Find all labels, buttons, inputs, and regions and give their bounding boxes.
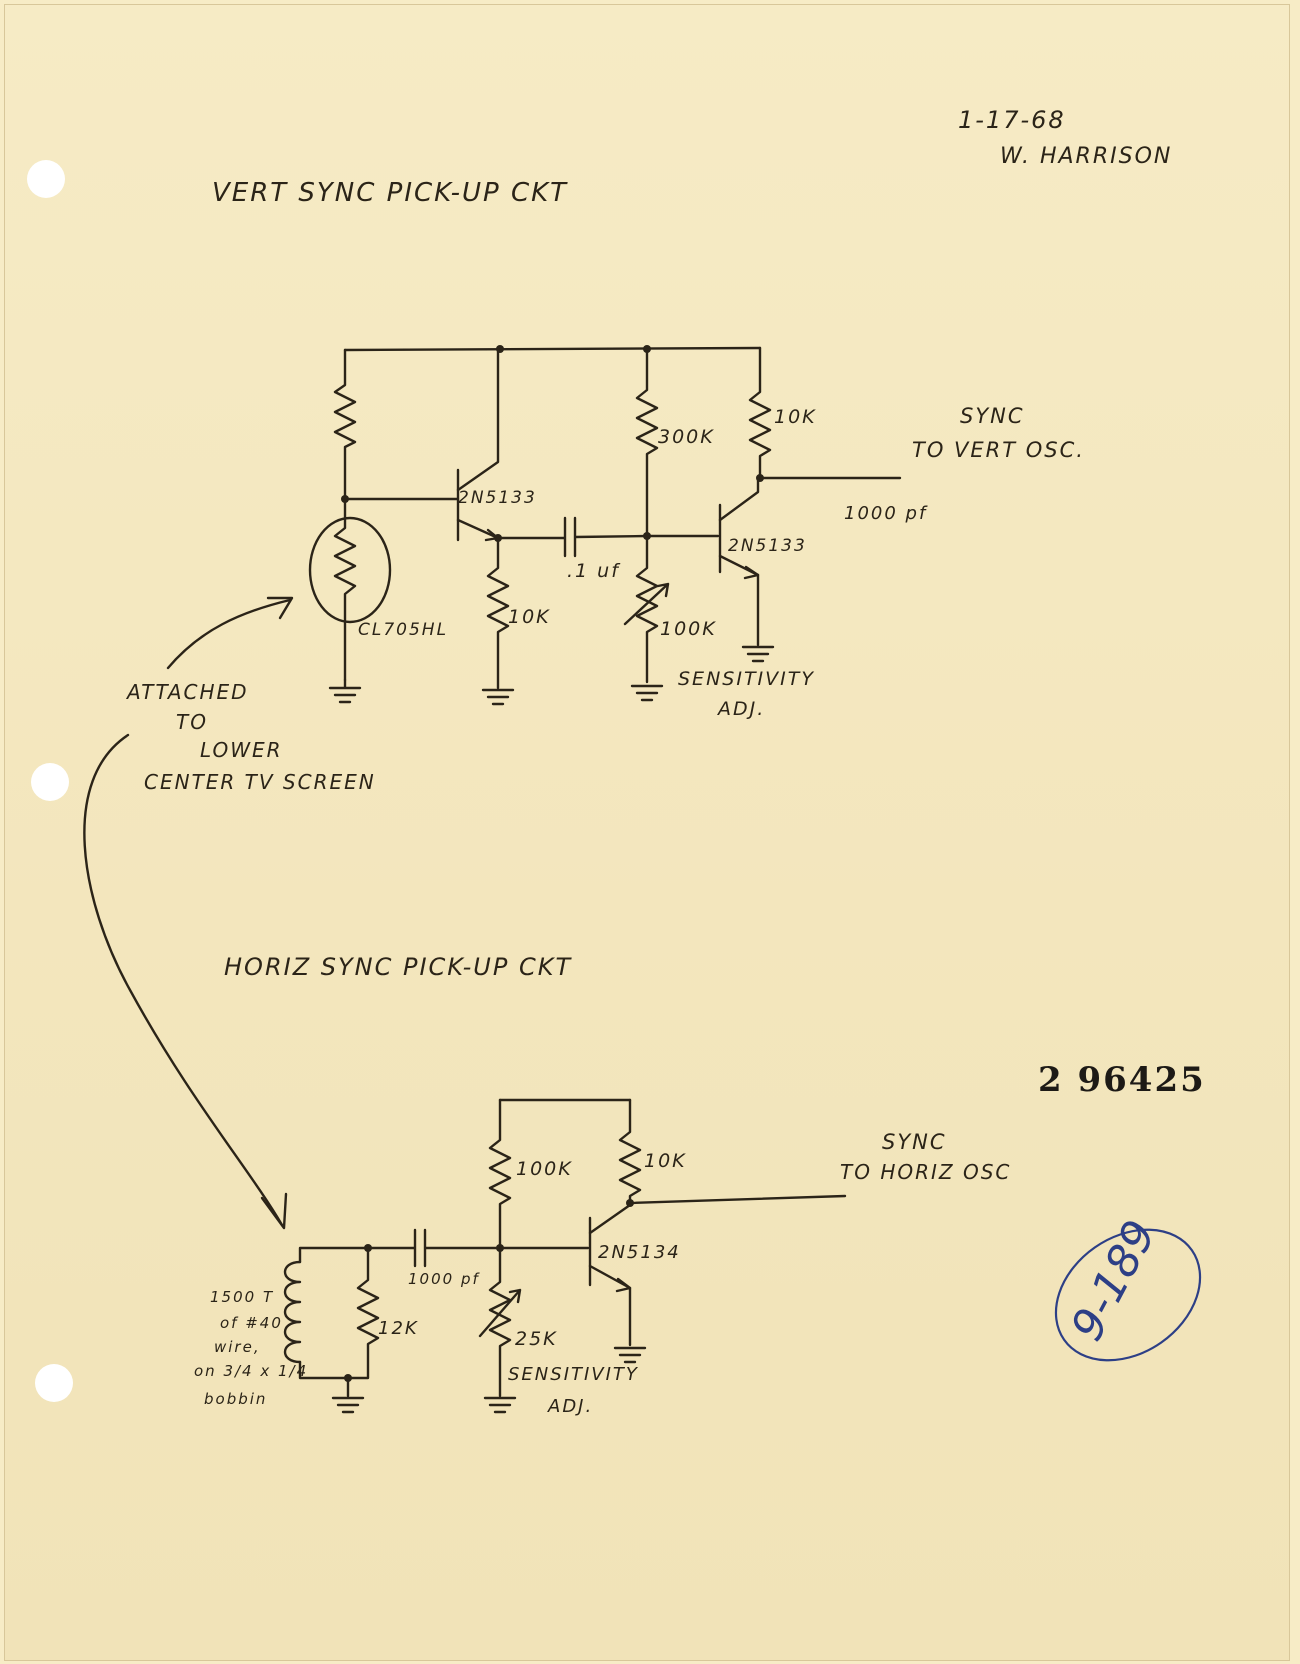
- vert-100k-pot: [635, 534, 659, 684]
- horiz-ground-3: [331, 1376, 365, 1414]
- vert-q2-emitter: [718, 554, 760, 647]
- horiz-sensitivity-label-2: ADJ.: [548, 1396, 594, 1417]
- horiz-100k-resistor: [488, 1098, 512, 1250]
- photocell-pointer-arrow: [166, 598, 292, 670]
- horiz-10k-label: 10K: [644, 1150, 687, 1172]
- vert-capacitor-label: .1 uf: [567, 560, 620, 582]
- vert-ground-3: [630, 684, 664, 702]
- vert-q2-emitter-arrow: [743, 565, 760, 580]
- archive-stamp-number: 2 96425: [1038, 1060, 1206, 1100]
- horiz-capacitor-label: 1000 pf: [408, 1270, 480, 1288]
- paper-sheet: [4, 4, 1290, 1661]
- horiz-transistor-label: 2N5134: [598, 1242, 681, 1263]
- photocell-label: CL705HL: [358, 620, 449, 640]
- horiz-sensitivity-label-1: SENSITIVITY: [508, 1364, 639, 1385]
- vert-supply-rail: [343, 346, 762, 352]
- vert-ground-4: [741, 645, 775, 663]
- vert-q2-label: 2N5133: [728, 536, 807, 556]
- horiz-pot-arrow: [478, 1288, 522, 1338]
- vert-q1-emitter: [456, 518, 500, 540]
- horiz-10k-resistor: [618, 1098, 642, 1205]
- horiz-12k-resistor: [346, 1246, 380, 1380]
- vert-300k-resistor: [635, 347, 659, 538]
- horiz-q-emitter: [588, 1264, 632, 1347]
- horiz-output-label-2: TO HORIZ OSC: [840, 1160, 1012, 1184]
- horiz-25k-pot: [488, 1246, 512, 1398]
- vert-emitter-resistor-label: 10K: [508, 606, 551, 628]
- document-date: 1-17-68: [958, 106, 1066, 134]
- annotation-line-1: ATTACHED: [127, 680, 249, 704]
- horiz-coil-top-wire: [298, 1246, 370, 1264]
- vert-10k-collector-resistor: [748, 346, 772, 480]
- vert-coupling-capacitor: [496, 516, 649, 558]
- vert-sensitivity-label-1: SENSITIVITY: [678, 668, 815, 690]
- horiz-pickup-coil: [283, 1260, 302, 1364]
- photocell-pointer-arrowhead: [266, 596, 294, 620]
- vert-collector-resistor-label: 10K: [774, 406, 817, 428]
- punch-hole-top: [27, 160, 65, 198]
- coil-label-line-2: of #40: [220, 1314, 283, 1332]
- vert-q1-collector: [456, 347, 500, 492]
- vertical-sync-circuit: [308, 345, 902, 706]
- coil-label-line-4: on 3/4 x 1/4: [194, 1362, 309, 1380]
- annotation-line-2: TO: [176, 710, 208, 734]
- horiz-coupling-capacitor: [368, 1228, 502, 1268]
- vert-output-label-2: TO VERT OSC.: [912, 438, 1085, 462]
- coil-label-line-3: wire,: [214, 1338, 261, 1356]
- photocell-outline: [308, 516, 392, 624]
- annotation-line-4: CENTER TV SCREEN: [144, 770, 376, 794]
- horiz-ground-2: [483, 1396, 517, 1414]
- vert-ground-2: [481, 688, 515, 706]
- vert-pot-label: 100K: [660, 618, 717, 640]
- document-author: W. HARRISON: [1000, 144, 1173, 169]
- vert-bias-resistor: [333, 348, 357, 500]
- vert-emitter-resistor: [486, 536, 510, 690]
- vert-sensitivity-label-2: ADJ.: [718, 698, 766, 720]
- horiz-12k-label: 12K: [378, 1318, 419, 1339]
- link-arrow: [83, 733, 284, 1227]
- coil-label-line-1: 1500 T: [210, 1288, 275, 1306]
- horiz-coil-bottom-wire: [298, 1360, 350, 1380]
- horiz-ground-1: [613, 1346, 647, 1364]
- vert-ground-1: [328, 678, 362, 704]
- horiz-output-line: [628, 1194, 847, 1205]
- horiz-q-collector: [588, 1203, 632, 1235]
- vert-output-label-1: SYNC: [960, 404, 1025, 428]
- horiz-q-emitter-arrow: [615, 1277, 632, 1293]
- horiz-output-label-1: SYNC: [882, 1130, 947, 1154]
- vert-pot-arrow: [623, 582, 670, 626]
- horiz-circuit-title: HORIZ SYNC PICK-UP CKT: [224, 953, 573, 981]
- vert-q1-label: 2N5133: [458, 488, 537, 508]
- horiz-100k-label: 100K: [516, 1158, 573, 1180]
- annotation-line-3: LOWER: [200, 738, 283, 762]
- punch-hole-middle: [31, 763, 69, 801]
- photocell-element: [333, 497, 357, 682]
- coil-label-line-5: bobbin: [204, 1390, 268, 1408]
- vert-circuit-title: VERT SYNC PICK-UP CKT: [212, 178, 569, 208]
- vert-output-capacitor-label: 1000 pf: [844, 503, 928, 524]
- link-arrowhead: [260, 1192, 288, 1230]
- punch-hole-bottom: [35, 1364, 73, 1402]
- vert-q2-collector: [718, 476, 760, 522]
- archive-circle: [1054, 1228, 1202, 1362]
- horiz-25k-label: 25K: [515, 1328, 558, 1350]
- horizontal-sync-circuit: [283, 1098, 847, 1414]
- vert-300k-label: 300K: [658, 426, 715, 448]
